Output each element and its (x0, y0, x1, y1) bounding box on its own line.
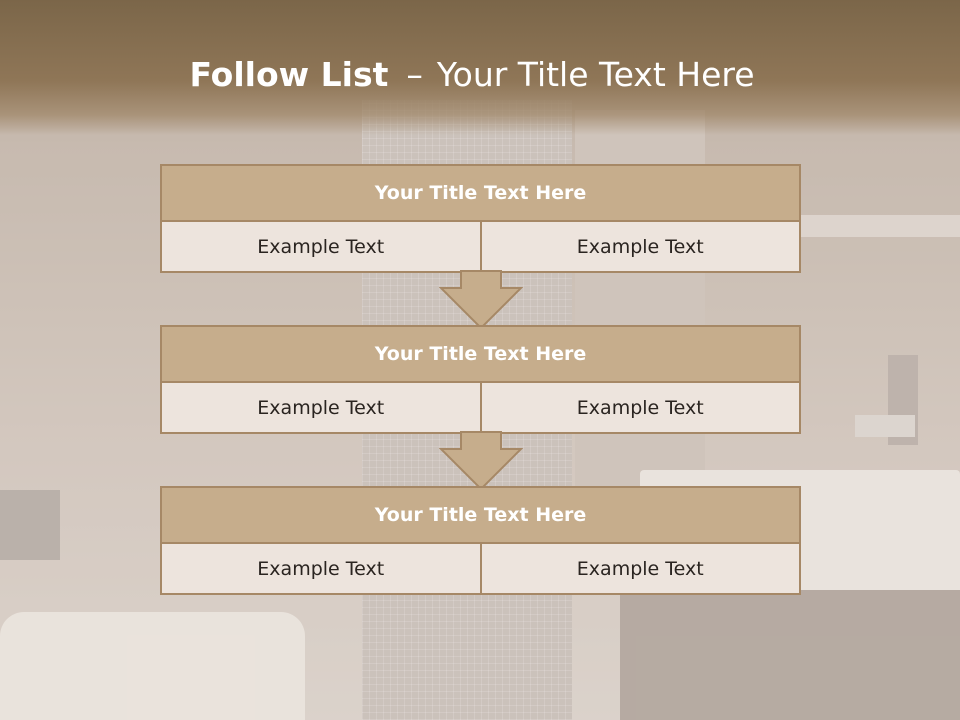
wall-fixture (0, 490, 60, 560)
slide-title: Follow List–Your Title Text Here (0, 55, 944, 94)
down-arrow-icon (439, 270, 523, 330)
block-cell-left: Example Text (162, 222, 480, 271)
down-arrow-icon (439, 431, 523, 491)
block-cell-right: Example Text (479, 222, 799, 271)
block-heading: Your Title Text Here (162, 166, 799, 222)
block-cell-right: Example Text (479, 544, 799, 593)
wall-shelf (800, 215, 960, 237)
title-bold: Follow List (189, 55, 389, 94)
block-cell-left: Example Text (162, 383, 480, 432)
title-separator: – (406, 55, 423, 94)
follow-block-1: Your Title Text Here Example Text Exampl… (160, 164, 801, 273)
toilet (0, 612, 305, 720)
faucet-spout (855, 415, 915, 437)
block-row: Example Text Example Text (162, 383, 799, 432)
block-heading: Your Title Text Here (162, 327, 799, 383)
block-heading: Your Title Text Here (162, 488, 799, 544)
block-cell-right: Example Text (479, 383, 799, 432)
follow-block-2: Your Title Text Here Example Text Exampl… (160, 325, 801, 434)
block-cell-left: Example Text (162, 544, 480, 593)
title-rest: Your Title Text Here (436, 55, 755, 94)
block-row: Example Text Example Text (162, 222, 799, 271)
block-row: Example Text Example Text (162, 544, 799, 593)
follow-block-3: Your Title Text Here Example Text Exampl… (160, 486, 801, 595)
vanity-cabinet (620, 590, 960, 720)
title-band (0, 0, 960, 135)
